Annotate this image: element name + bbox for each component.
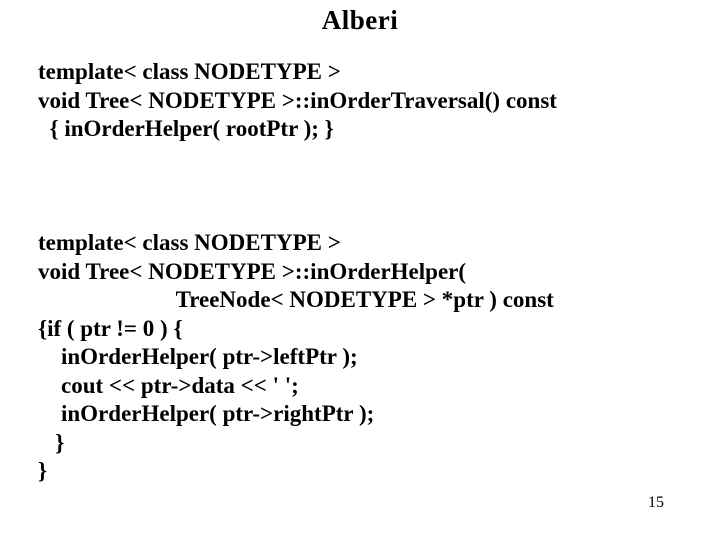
code-line: } xyxy=(38,429,65,455)
code-line xyxy=(38,172,557,201)
page-number: 15 xyxy=(648,494,664,511)
code-line: template< class NODETYPE > xyxy=(38,230,341,255)
code-line: cout << ptr->data << ' '; xyxy=(38,372,299,398)
code-line: inOrderHelper( ptr->rightPtr ); xyxy=(38,401,375,426)
code-line: {if ( ptr != 0 ) { xyxy=(38,315,183,341)
code-line: void Tree< NODETYPE >::inOrderTraversal(… xyxy=(38,87,557,113)
code-line: template< class NODETYPE > xyxy=(38,59,341,84)
code-line: TreeNode< NODETYPE > *ptr ) const xyxy=(38,287,554,312)
slide-title: Alberi xyxy=(321,5,399,35)
code-line: inOrderHelper( ptr->leftPtr ); xyxy=(38,344,358,369)
code-line: } xyxy=(38,458,48,483)
code-line: void Tree< NODETYPE >::inOrderHelper( xyxy=(38,258,467,284)
code-line xyxy=(38,201,557,230)
code-block: template< class NODETYPE > void Tree< NOD… xyxy=(38,58,557,486)
code-line xyxy=(38,144,557,173)
code-line: { inOrderHelper( rootPtr ); } xyxy=(38,116,334,141)
